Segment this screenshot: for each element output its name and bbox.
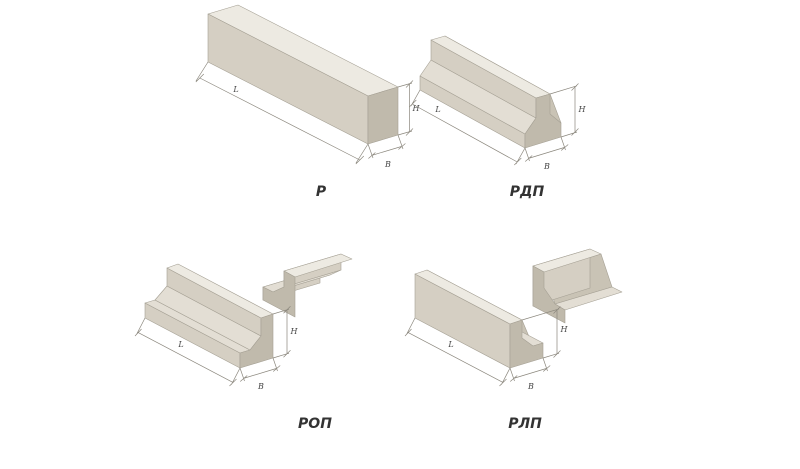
figure-caption-rop: РОП: [298, 416, 332, 432]
beam-drawing-rlp: L H B: [404, 248, 623, 391]
dim-length-line: [404, 317, 511, 387]
dim-width-line: [509, 357, 551, 382]
figure-caption-rlp: РЛП: [508, 416, 542, 432]
dim-length-label: L: [447, 340, 453, 349]
dim-length-line: [409, 89, 526, 166]
face-web-side: [414, 273, 511, 369]
dim-width-line: [239, 357, 281, 382]
beam-rop-back-piece: [262, 253, 353, 318]
dim-width-label: B: [527, 382, 534, 391]
dim-height-label: H: [290, 327, 299, 336]
face-end-section: [509, 319, 544, 369]
figure-caption-r: Р: [315, 184, 327, 200]
face-end: [367, 86, 399, 145]
dimensions-rdp: L H B: [409, 83, 587, 171]
dim-length-line: [134, 317, 241, 387]
figure-rop: L H B: [134, 248, 365, 408]
dim-height-label: H: [560, 325, 569, 334]
beam-rlp-back-piece: [532, 248, 623, 324]
beam-rdp: [419, 35, 562, 149]
dim-height-line: [272, 306, 291, 359]
figure-r: L H B: [90, 0, 421, 180]
beam-drawing-rdp: L H B: [409, 35, 587, 171]
dim-length-label: L: [177, 340, 183, 349]
dim-height-line: [397, 80, 414, 136]
dim-height-label: H: [412, 104, 421, 113]
figure-rdp: L H B: [400, 0, 610, 180]
dim-width-label: B: [543, 162, 550, 171]
face-end-section: [262, 270, 296, 318]
dim-width-line: [367, 134, 406, 159]
beam-drawing-rop: L H B: [134, 253, 353, 391]
dimensions-rop: L H B: [134, 306, 299, 391]
beam-rop-main: [144, 263, 274, 369]
beam-rlp-main: [414, 269, 544, 369]
dim-height-line: [549, 83, 579, 138]
face-end-section: [532, 265, 566, 324]
dim-length-label: L: [434, 105, 440, 114]
beam-r: [207, 4, 399, 145]
beam-drawing-r: L H B: [195, 4, 421, 169]
dimensions-r: L H B: [195, 61, 421, 169]
dim-width-label: B: [384, 160, 391, 169]
dim-height-line: [521, 306, 561, 359]
dim-height-label: H: [578, 105, 587, 114]
face-end-section: [239, 313, 274, 369]
figure-caption-rdp: РДП: [509, 184, 545, 200]
dimensions-rlp: L H B: [404, 306, 569, 391]
figure-rlp: L H B: [404, 248, 635, 408]
dim-length-line: [195, 61, 369, 165]
dim-width-label: B: [257, 382, 264, 391]
dim-width-line: [524, 136, 569, 162]
dim-length-label: L: [232, 85, 238, 94]
